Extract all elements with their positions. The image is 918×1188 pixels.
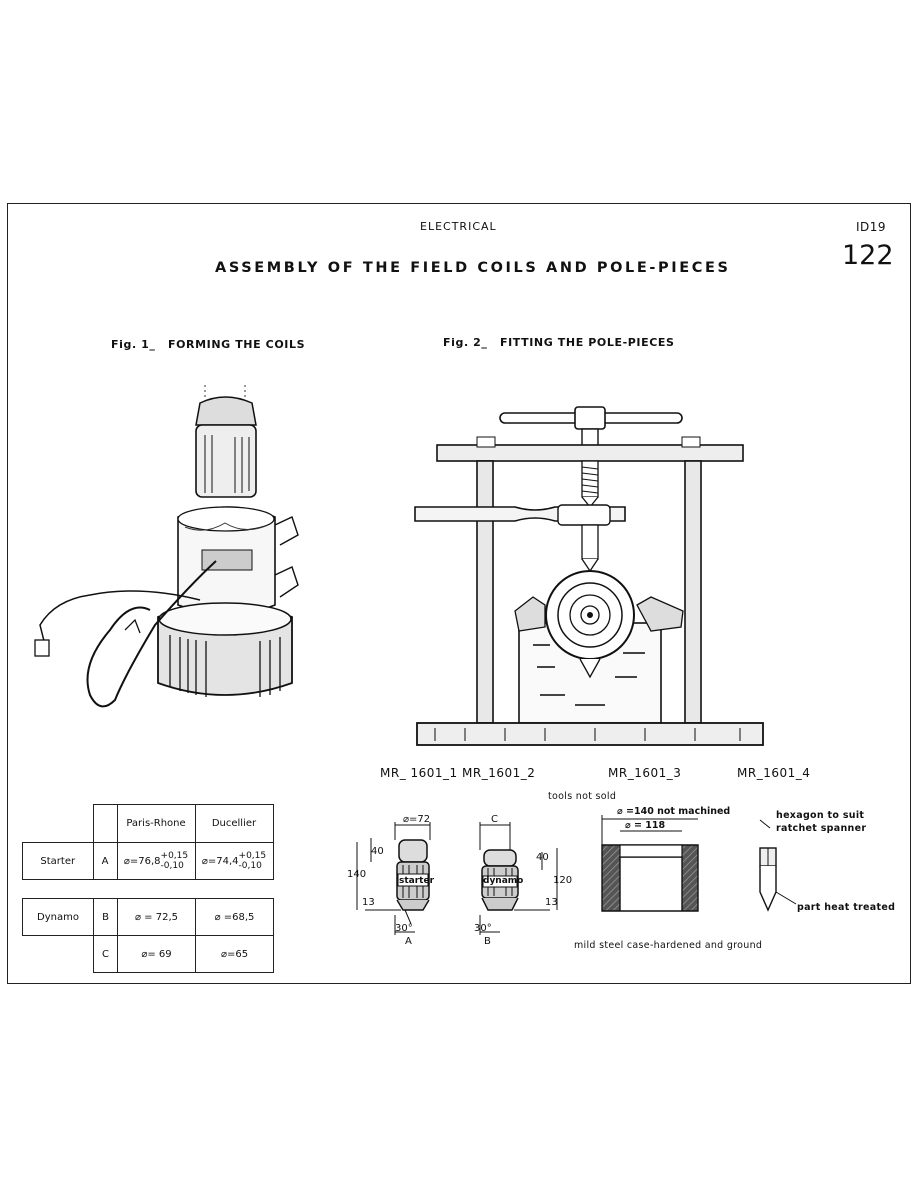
mr2-angle: 30°: [474, 923, 492, 934]
document-code: ID19: [856, 220, 887, 234]
dynamo-spec-table: Dynamo B ⌀ = 72,5 ⌀ =68,5 C ⌀= 69 ⌀=65: [22, 898, 274, 973]
tool-mr4-drawing: [759, 819, 797, 912]
mr2-dim-top: 40: [536, 852, 549, 863]
fig2-title: FITTING THE POLE-PIECES: [499, 336, 675, 349]
starter-paris-minus: -0,10: [160, 861, 184, 871]
fig1-number: Fig. 1_: [111, 338, 156, 351]
row-label-starter: Starter: [22, 842, 94, 880]
mr1-label: starter: [399, 876, 435, 886]
tool-ref-1: MR_ 1601_1: [380, 766, 458, 780]
mr3-inner-diameter: ⌀ = 118: [625, 820, 666, 831]
mr4-note-hexagon: hexagon to suit: [776, 810, 865, 821]
mr4-note-heat-treated: part heat treated: [797, 902, 896, 913]
mr2-ref-letter: B: [484, 936, 491, 947]
row-letter-c: C: [93, 935, 118, 973]
fig1-caption: Fig. 1_ FORMING THE COILS: [111, 338, 305, 351]
mr2-dim-bottom: 13: [545, 897, 558, 908]
fig2-number: Fig. 2_: [443, 336, 488, 349]
starter-duc-minus: -0,10: [238, 861, 262, 871]
mr2-label: dynamo: [483, 876, 524, 886]
tools-not-sold-note: tools not sold: [548, 791, 617, 802]
mr1-dim-bottom: 13: [362, 897, 375, 908]
dynamo-c-ducellier-value: ⌀=65: [195, 935, 274, 973]
mr2-dim-total: 120: [553, 875, 573, 886]
mr1-diameter: ⌀=72: [403, 814, 431, 825]
dynamo-b-paris-value: ⌀ = 72,5: [117, 898, 196, 936]
fig1-title: FORMING THE COILS: [167, 338, 306, 351]
fig2-caption: Fig. 2_ FITTING THE POLE-PIECES: [443, 336, 675, 349]
mr1-angle: 30°: [395, 923, 413, 934]
starter-duc-plus: +0,15: [238, 851, 267, 861]
mr2-ref-c: C: [491, 814, 498, 825]
tool-mr1-drawing: [356, 822, 431, 935]
row-label-dynamo: Dynamo: [22, 898, 94, 936]
starter-duc-main: ⌀=74,4: [201, 856, 239, 867]
mr1-ref-letter: A: [405, 936, 412, 947]
press-illustration: [414, 406, 764, 746]
section-label: ELECTRICAL: [420, 220, 497, 233]
page-title: ASSEMBLY OF THE FIELD COILS AND POLE-PIE…: [215, 260, 731, 276]
starter-spec-table: Paris-Rhone Ducellier Starter A ⌀=76,8+0…: [22, 804, 274, 880]
col-header-paris-rhone: Paris-Rhone: [116, 804, 196, 843]
mr3-outer-diameter: ⌀ =140 not machined: [617, 806, 731, 817]
tool-ref-3: MR_1601_3: [608, 766, 682, 780]
dynamo-c-paris-value: ⌀= 69: [117, 935, 196, 973]
page-frame: [7, 203, 911, 984]
row-letter-a: A: [92, 842, 118, 880]
starter-paris-plus: +0,15: [160, 851, 189, 861]
dynamo-b-ducellier-value: ⌀ =68,5: [195, 898, 274, 936]
tool-mr2-drawing: [479, 822, 558, 935]
mr1-dim-total: 140: [347, 869, 367, 880]
tool-ref-2: MR_1601_2: [462, 766, 536, 780]
row-letter-b: B: [93, 898, 118, 936]
starter-ducellier-value: ⌀=74,4+0,15-0,10: [194, 842, 274, 880]
material-note: mild steel case-hardened and ground: [574, 940, 763, 951]
coil-forming-illustration: [34, 385, 299, 708]
tool-mr3-drawing: [601, 815, 699, 912]
mr1-dim-top: 40: [371, 846, 384, 857]
mr4-note-spanner: ratchet spanner: [776, 823, 867, 834]
col-header-ducellier: Ducellier: [194, 804, 274, 843]
tool-ref-4: MR_1601_4: [737, 766, 811, 780]
starter-paris-value: ⌀=76,8+0,15-0,10: [116, 842, 196, 880]
starter-paris-main: ⌀=76,8: [123, 856, 161, 867]
page-number: 122: [842, 240, 894, 271]
